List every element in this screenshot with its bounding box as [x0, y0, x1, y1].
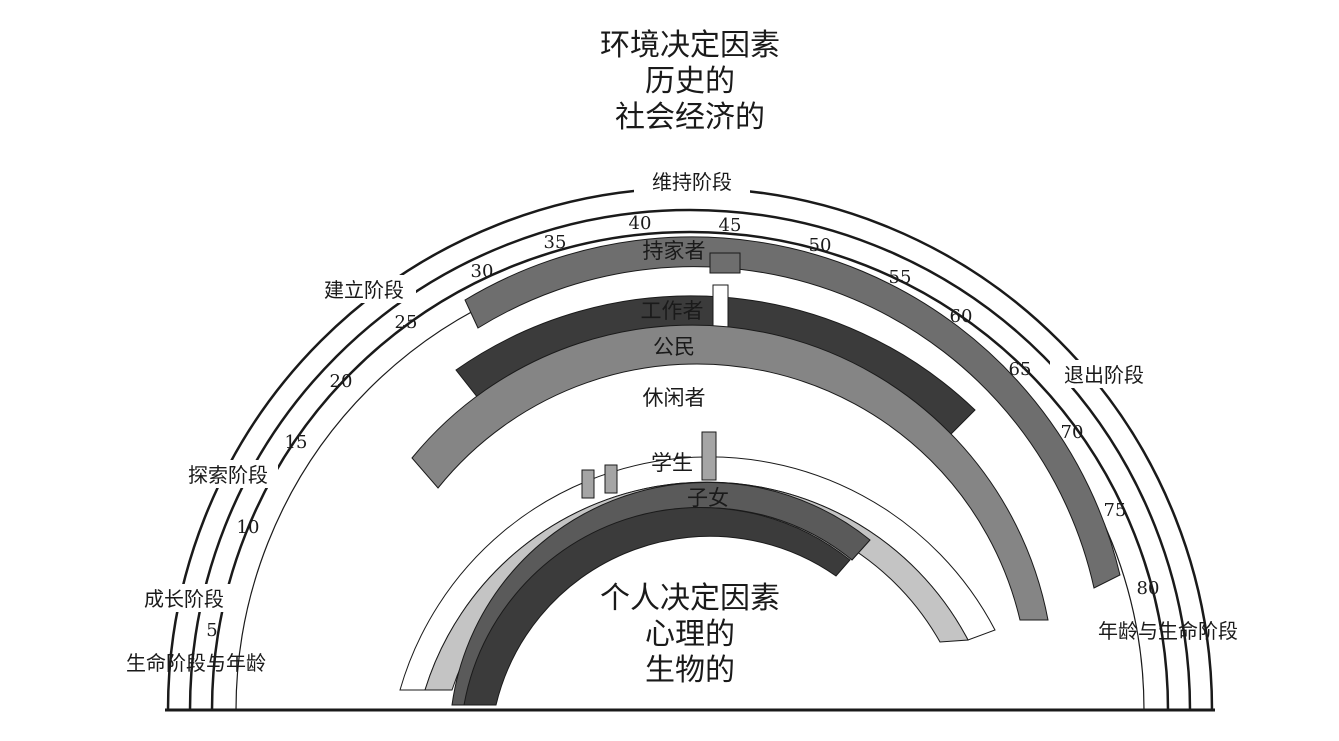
age-label-20: 20: [330, 371, 353, 392]
stage-growth: 成长阶段: [144, 587, 224, 611]
age-label-10: 10: [237, 517, 260, 538]
age-and-life-stage-label: 年龄与生命阶段: [1098, 619, 1238, 643]
age-label-25: 25: [395, 312, 418, 333]
personal-line-2: 心理的: [645, 617, 735, 652]
role-label-child: 子女: [687, 486, 729, 510]
role-band-student: [581, 431, 717, 499]
personal-line-3: 生物的: [645, 653, 735, 688]
role-label-citizen: 公民: [653, 335, 695, 359]
age-label-45: 45: [719, 215, 742, 236]
stage-disengagement: 退出阶段: [1064, 363, 1144, 387]
age-label-80: 80: [1137, 578, 1160, 599]
environment-line-3: 社会经济的: [615, 100, 765, 135]
age-label-50: 50: [809, 235, 832, 256]
age-label-55: 55: [889, 267, 912, 288]
role-label-leisure: 休闲者: [643, 386, 706, 410]
environment-line-2: 历史的: [645, 64, 735, 99]
stage-establishment: 建立阶段: [324, 278, 404, 302]
stage-maintenance: 维持阶段: [652, 170, 732, 194]
life-stage-and-age-label: 生命阶段与年龄: [126, 651, 266, 675]
age-label-35: 35: [544, 232, 567, 253]
age-label-15: 15: [285, 432, 308, 453]
age-label-70: 70: [1061, 422, 1084, 443]
personal-line-1: 个人决定因素: [600, 581, 780, 616]
stage-exploration: 探索阶段: [188, 463, 268, 487]
environment-line-1: 环境决定因素: [600, 28, 780, 63]
age-label-65: 65: [1009, 359, 1032, 380]
role-label-worker: 工作者: [641, 299, 704, 323]
age-label-60: 60: [950, 306, 973, 327]
age-label-30: 30: [471, 261, 494, 282]
role-band-citizen: [411, 324, 1049, 621]
role-band-homemaker: [464, 236, 1121, 589]
age-label-40: 40: [629, 213, 652, 234]
role-label-homemaker: 持家者: [643, 239, 706, 263]
age-label-75: 75: [1104, 500, 1127, 521]
age-label-5: 5: [206, 620, 217, 641]
role-label-student: 学生: [651, 451, 693, 475]
role-band-child: [451, 481, 871, 706]
